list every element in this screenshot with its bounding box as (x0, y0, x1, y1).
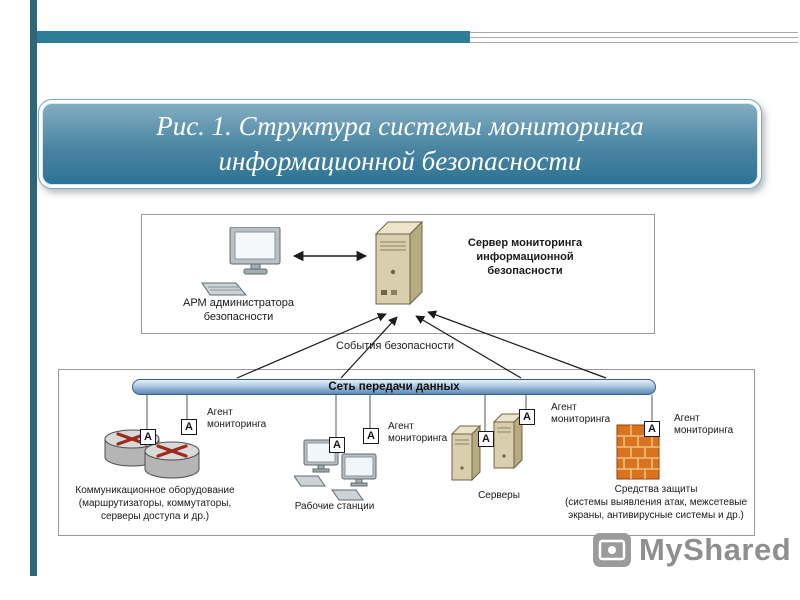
servers-caption: Серверы (478, 490, 520, 501)
protection-caption: Средства защиты (системы выявления атак,… (564, 484, 748, 521)
top-pinstripe-2 (470, 37, 798, 38)
slide-title-box: Рис. 1. Структура системы мониторинга ин… (38, 99, 762, 189)
security-events-label: События безопасности (336, 340, 455, 352)
monitoring-server-label: Сервер мониторинга информационной безопа… (467, 237, 583, 277)
left-accent-bar (30, 0, 37, 576)
slide-title: Рис. 1. Структура системы мониторинга ин… (156, 110, 644, 176)
monitoring-server-icon (372, 220, 434, 312)
agent-badge: А (478, 431, 494, 447)
agent-monitoring-label: Агент мониторинга (388, 421, 448, 444)
data-network-label: Сеть передачи данных (328, 381, 460, 393)
myshared-watermark: MyShared (592, 532, 791, 568)
admin-workstation-label: АРМ администратора безопасности (182, 297, 295, 323)
agent-badge: А (140, 429, 156, 445)
agent-monitoring-label: Агент мониторинга (207, 407, 267, 430)
top-pinstripe-3 (470, 42, 798, 43)
slide-title-inner: Рис. 1. Структура системы мониторинга ин… (42, 103, 758, 185)
agent-badge: А (181, 419, 197, 435)
monitored-network-frame (58, 369, 755, 536)
monitoring-server-frame (141, 214, 655, 334)
data-network-bar: Сеть передачи данных (132, 379, 656, 395)
agent-monitoring-label: Агент мониторинга (551, 402, 611, 425)
agent-badge: А (329, 437, 345, 453)
agent-badge: А (644, 421, 660, 437)
agent-badge: А (363, 428, 379, 444)
myshared-logo-icon (593, 533, 631, 567)
top-pinstripe-1 (470, 32, 798, 33)
agent-monitoring-label: Агент мониторинга (674, 413, 734, 436)
top-accent-band (37, 31, 470, 43)
router-icons (98, 426, 210, 484)
workstations-caption: Рабочие станции (294, 501, 375, 512)
agent-badge: А (519, 409, 535, 425)
myshared-watermark-text: MyShared (639, 532, 792, 567)
admin-workstation-icon (200, 226, 284, 299)
comm-equipment-caption: Коммуникационное оборудование (маршрутиз… (75, 485, 235, 522)
